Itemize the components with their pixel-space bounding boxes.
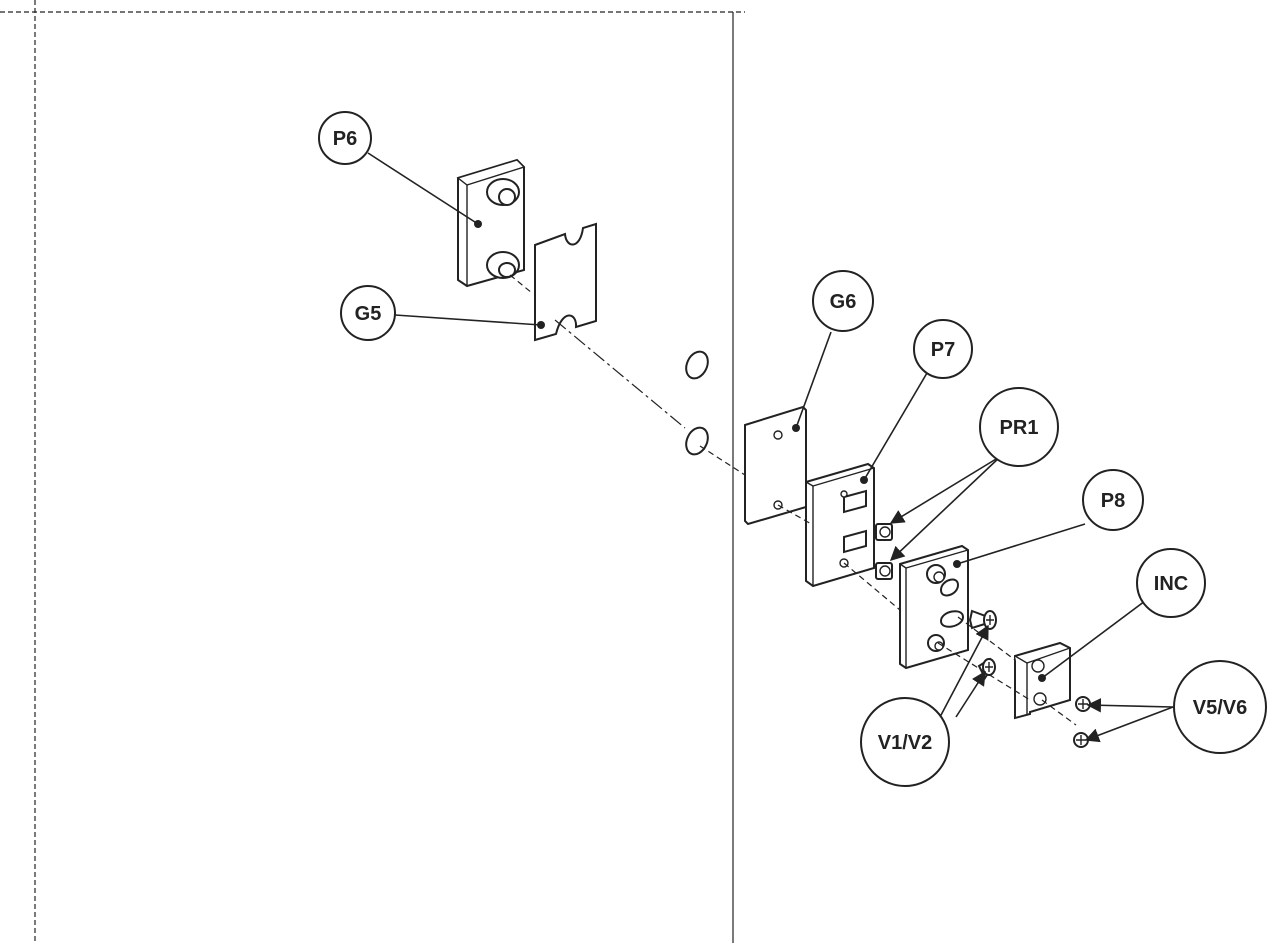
part-p8-plate <box>899 544 969 670</box>
panel-holes <box>685 350 709 456</box>
callout-v1-v2: V1/V2 <box>860 697 950 787</box>
callout-p8: P8 <box>1082 469 1144 531</box>
part-v1-v2-screws <box>968 609 997 681</box>
panel-frame <box>0 0 745 943</box>
callout-v1-v2-label: V1/V2 <box>878 732 932 754</box>
callout-v5-v6-label: V5/V6 <box>1193 697 1247 719</box>
callout-pr1-label: PR1 <box>1000 417 1039 439</box>
part-g5-gasket <box>534 222 597 342</box>
part-pr1-pins <box>875 523 893 580</box>
callout-p8-label: P8 <box>1101 490 1125 512</box>
callout-g5: G5 <box>340 285 396 341</box>
callout-p6: P6 <box>318 111 372 165</box>
callout-g6-label: G6 <box>830 291 857 313</box>
callout-v5-v6: V5/V6 <box>1173 660 1267 754</box>
leader-lines <box>367 152 1174 743</box>
callout-g6: G6 <box>812 270 874 332</box>
callout-p7: P7 <box>913 319 973 379</box>
callout-p6-label: P6 <box>333 128 357 150</box>
part-p7-plate <box>805 462 875 588</box>
part-p6-plate <box>456 158 526 288</box>
callout-g5-label: G5 <box>355 303 382 325</box>
callout-pr1: PR1 <box>979 387 1059 467</box>
callout-inc: INC <box>1136 548 1206 618</box>
callout-p7-label: P7 <box>931 339 955 361</box>
callout-inc-label: INC <box>1154 573 1188 595</box>
part-inc-hinge <box>1014 641 1071 720</box>
